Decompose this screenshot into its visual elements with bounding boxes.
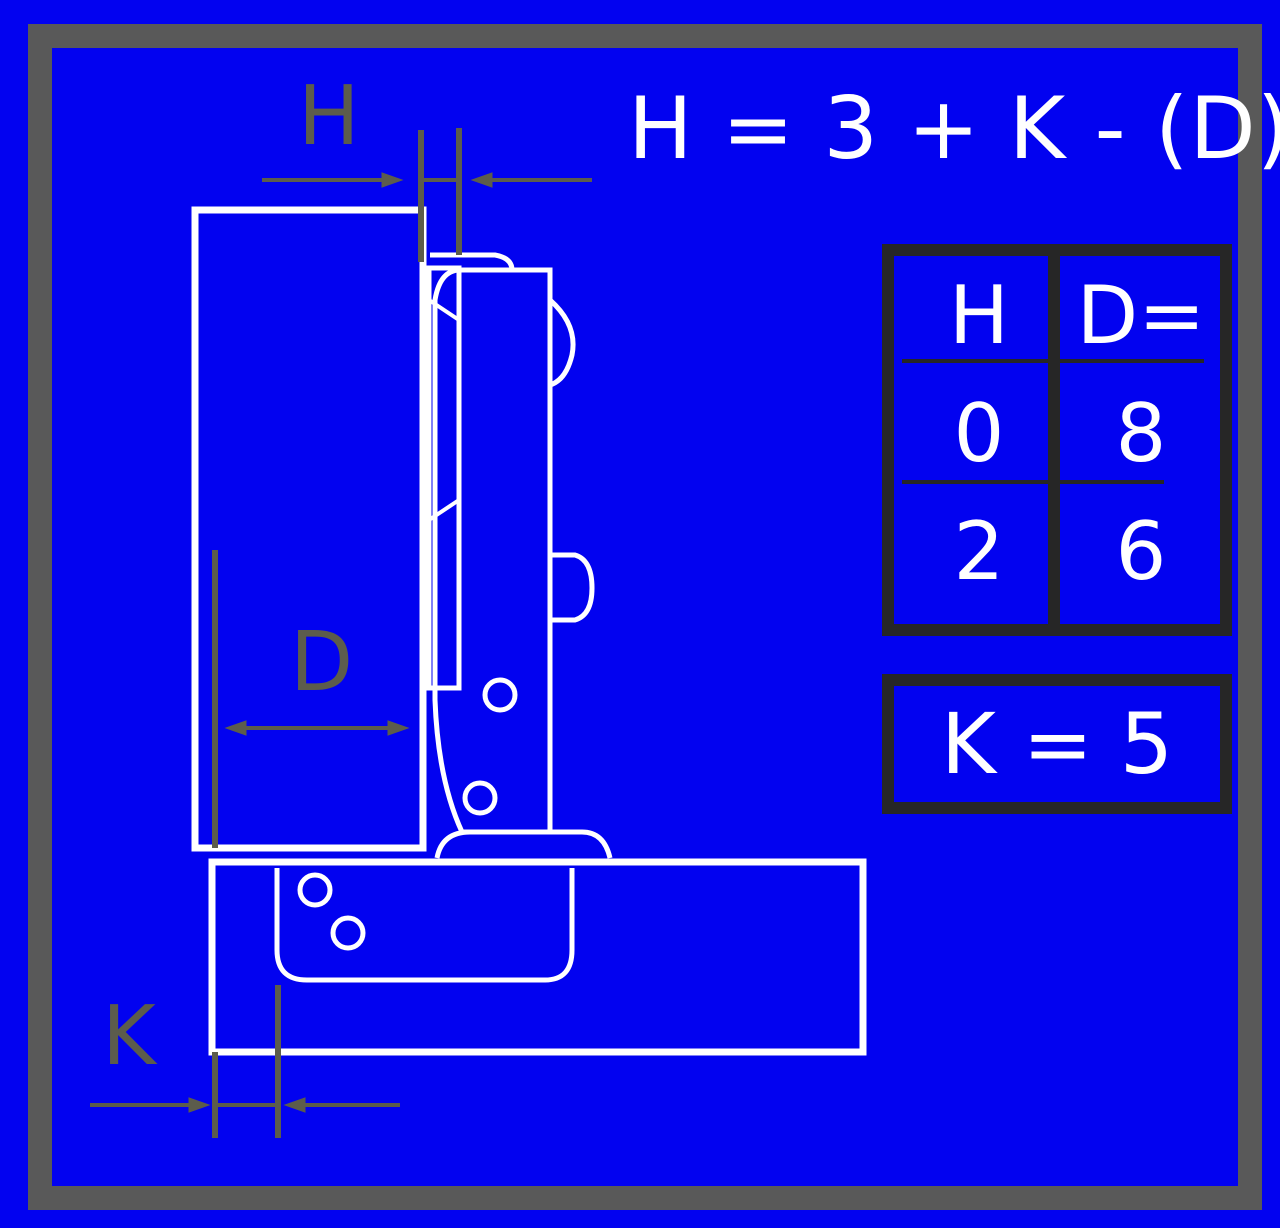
door-panel xyxy=(191,206,427,852)
k-dimension-label: K xyxy=(102,989,156,1084)
k-dimension xyxy=(90,985,400,1138)
d-dimension xyxy=(212,550,410,848)
adjustment-screw xyxy=(550,552,595,623)
cabinet-panel xyxy=(208,858,867,1056)
k-value-box: K = 5 xyxy=(882,674,1232,814)
hinge-arm-plate xyxy=(426,265,462,691)
mounting-plate xyxy=(434,829,613,859)
hinge-arm xyxy=(432,267,553,835)
hinge-knuckle xyxy=(548,298,576,388)
table-cell: 2 xyxy=(953,505,1005,598)
arm-screw-hole xyxy=(482,677,518,713)
h-dimension-label: H xyxy=(298,69,360,164)
hinge-arm-detail xyxy=(427,298,461,322)
table-header-h: H xyxy=(948,269,1010,362)
arm-screw-hole xyxy=(462,780,498,816)
table-grid xyxy=(902,256,1204,624)
table-cell: 6 xyxy=(1115,505,1167,598)
hinge-cup xyxy=(274,868,575,983)
table-header-d: D= xyxy=(1076,269,1206,362)
d-dimension-label: D xyxy=(290,615,354,710)
h-d-table: H D= 0 8 2 6 xyxy=(882,244,1232,636)
h-dimension xyxy=(262,128,592,262)
cup-screw-hole xyxy=(330,915,366,951)
cup-screw-hole xyxy=(297,872,333,908)
hinge-arm-top xyxy=(430,252,515,271)
table-cell: 0 xyxy=(953,387,1005,480)
k-value-text: K = 5 xyxy=(940,695,1174,793)
table-cell: 8 xyxy=(1115,387,1167,480)
formula-text: H = 3 + K - (D) xyxy=(628,79,1280,179)
hinge-arm-detail xyxy=(427,498,461,522)
